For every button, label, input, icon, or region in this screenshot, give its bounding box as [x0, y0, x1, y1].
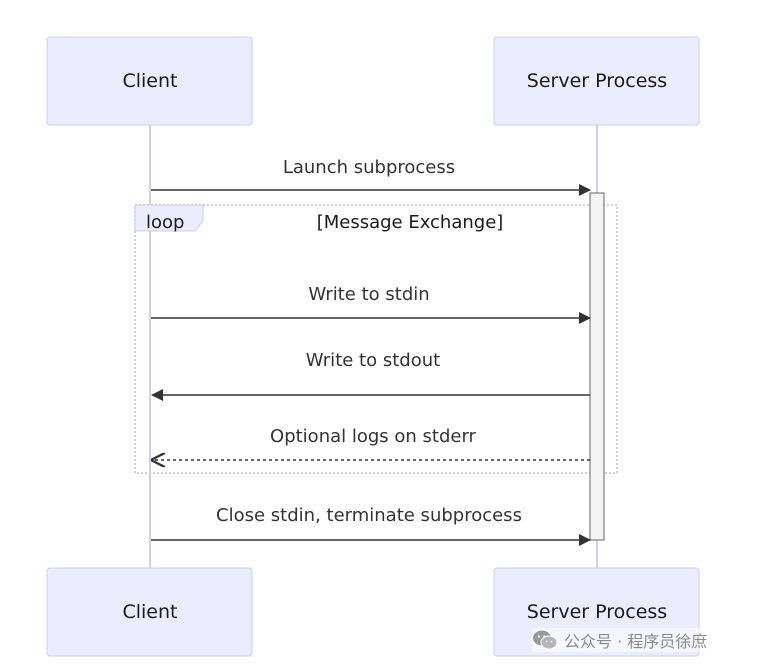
- actor-server-top[interactable]: Server Process: [493, 36, 700, 126]
- loop-condition: [Message Exchange]: [317, 212, 504, 233]
- watermark: 公众号 · 程序员徐庶: [532, 628, 708, 652]
- message-label: Close stdin, terminate subprocess: [216, 505, 522, 526]
- message-label: Write to stdout: [306, 350, 440, 371]
- message-write-to-stdout: Write to stdout: [151, 350, 590, 401]
- server-activation-bar: [589, 192, 605, 541]
- message-label: Optional logs on stderr: [270, 426, 477, 447]
- message-launch-subprocess: Launch subprocess: [151, 157, 591, 196]
- actor-client-bottom-label: Client: [122, 601, 177, 623]
- actor-server-top-label: Server Process: [527, 70, 667, 92]
- loop-frame: loop [Message Exchange]: [134, 204, 618, 474]
- message-close-stdin-terminate: Close stdin, terminate subprocess: [151, 505, 591, 546]
- actor-server-bottom-label: Server Process: [527, 601, 667, 623]
- message-label: Write to stdin: [308, 284, 429, 305]
- wechat-icon: [532, 629, 558, 651]
- actor-client-bottom[interactable]: Client: [46, 567, 253, 657]
- message-write-to-stdin: Write to stdin: [151, 284, 591, 324]
- loop-keyword: loop: [146, 212, 184, 233]
- actor-client-top-label: Client: [122, 70, 177, 92]
- actor-client-top[interactable]: Client: [46, 36, 253, 126]
- watermark-text: 公众号 · 程序员徐庶: [564, 632, 708, 651]
- message-optional-logs-stderr: Optional logs on stderr: [152, 426, 590, 460]
- message-label: Launch subprocess: [283, 157, 455, 178]
